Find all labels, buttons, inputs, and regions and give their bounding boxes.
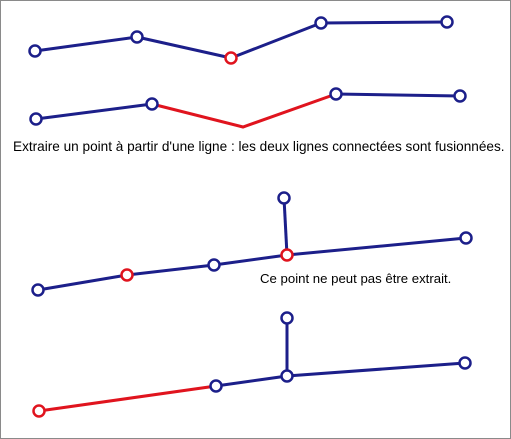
line-segment: [320, 20, 448, 25]
vertex: [28, 44, 42, 58]
vertex: [32, 404, 46, 418]
cannot-extract-note: Ce point ne peut pas être extrait.: [260, 271, 452, 286]
line-segment: [126, 263, 215, 277]
line-segment: [286, 361, 466, 378]
line-segment: [35, 102, 153, 121]
example-2-before: [31, 191, 473, 297]
junction-vertex: [280, 369, 294, 383]
vertex: [209, 379, 223, 393]
line-segment: [136, 35, 232, 60]
line-segment: [213, 253, 288, 267]
vertex: [329, 87, 343, 101]
extract-description-caption: Extraire un point à partir d'une ligne :…: [13, 139, 505, 154]
branch-line-segment: [282, 197, 289, 256]
junction-vertex: [280, 248, 294, 262]
line-segment: [335, 92, 461, 98]
vertex: [130, 30, 144, 44]
vertex: [314, 16, 328, 30]
line-segment: [34, 35, 138, 53]
vertex: [207, 258, 221, 272]
vertex: [458, 356, 472, 370]
merged-line-segment: [151, 92, 337, 129]
vertex: [440, 15, 454, 29]
merged-line-segment: [38, 384, 217, 413]
vertex: [280, 311, 294, 325]
vertex: [31, 283, 45, 297]
vertex: [29, 112, 43, 126]
selected-vertex: [120, 268, 134, 282]
line-segment: [37, 273, 128, 292]
vertex: [453, 89, 467, 103]
line-segment: [230, 21, 322, 60]
vertex: [277, 191, 291, 205]
line-segment: [286, 236, 467, 257]
selected-vertex: [224, 51, 238, 65]
line-segment: [215, 374, 288, 388]
vertex: [459, 231, 473, 245]
example-1-after: [29, 87, 467, 129]
vertex: [145, 97, 159, 111]
example-1-before: [28, 15, 454, 65]
example-2-after: [32, 311, 472, 418]
